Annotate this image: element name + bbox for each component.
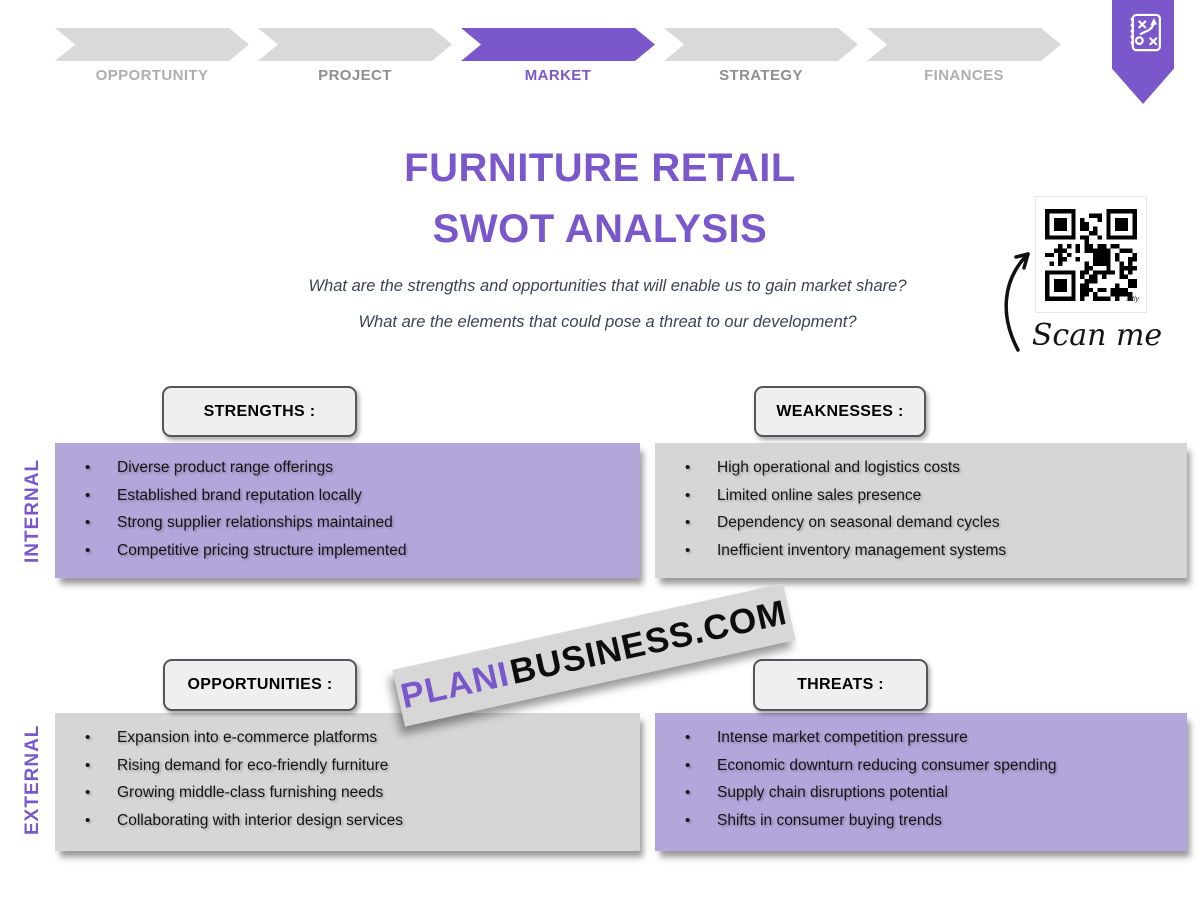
curved-arrow-icon — [1004, 252, 1030, 352]
swot-bullet-item: Intense market competition pressure — [685, 724, 1187, 752]
strategy-notebook-icon — [1130, 13, 1161, 52]
watermark-part3: .COM — [689, 592, 791, 652]
swot-bullet-item: Rising demand for eco-friendly furniture — [85, 752, 640, 780]
opportunities-header: OPPORTUNITIES : — [163, 659, 357, 711]
nav-label-finances[interactable]: FINANCES — [924, 67, 1004, 84]
page-title: FURNITURE RETAIL SWOT ANALYSIS — [0, 138, 1200, 260]
qr-code-pattern — [1045, 208, 1137, 301]
nav-label-opportunity[interactable]: OPPORTUNITY — [95, 67, 209, 84]
swot-bullet-item: High operational and logistics costs — [685, 454, 1187, 482]
nav-step-strategy[interactable] — [664, 28, 858, 61]
subtitle-questions: What are the strengths and opportunities… — [0, 268, 1200, 340]
weaknesses-header: WEAKNESSES : — [754, 386, 926, 437]
subtitle-line1: What are the strengths and opportunities… — [308, 277, 907, 295]
nav-step-opportunity[interactable] — [55, 28, 249, 61]
internal-row-label: INTERNAL — [22, 458, 43, 564]
swot-bullet-item: Inefficient inventory management systems — [685, 537, 1187, 565]
watermark-part1: PLANI — [397, 654, 514, 717]
nav-step-finances[interactable] — [867, 28, 1061, 61]
swot-bullet-item: Strong supplier relationships maintained — [85, 509, 640, 537]
opportunities-box: Expansion into e-commerce platformsRisin… — [55, 713, 640, 851]
external-row-label: EXTERNAL — [22, 724, 43, 836]
page-title-line1: FURNITURE RETAIL — [404, 146, 796, 190]
swot-bullet-item: Supply chain disruptions potential — [685, 779, 1187, 807]
qr-brand-label: bitly — [1126, 296, 1139, 303]
swot-bullet-item: Dependency on seasonal demand cycles — [685, 509, 1187, 537]
strengths-box: Diverse product range offeringsEstablish… — [55, 443, 640, 578]
process-nav — [55, 28, 1061, 61]
threats-list: Intense market competition pressureEcono… — [655, 724, 1187, 834]
weaknesses-list: High operational and logistics costsLimi… — [655, 454, 1187, 564]
swot-bullet-item: Competitive pricing structure implemente… — [85, 537, 640, 565]
nav-label-market[interactable]: MARKET — [524, 67, 592, 84]
swot-bullet-item: Limited online sales presence — [685, 482, 1187, 510]
qr-code: bitly — [1035, 196, 1147, 313]
swot-bullet-item: Collaborating with interior design servi… — [85, 807, 640, 835]
brand-ribbon — [1112, 0, 1174, 104]
strengths-header: STRENGTHS : — [162, 386, 357, 437]
nav-step-market[interactable] — [461, 28, 655, 61]
nav-step-project[interactable] — [258, 28, 452, 61]
page-title-line2: SWOT ANALYSIS — [432, 207, 768, 251]
swot-bullet-item: Established brand reputation locally — [85, 482, 640, 510]
scan-me-label: Scan me — [1031, 318, 1163, 353]
swot-bullet-item: Economic downturn reducing consumer spen… — [685, 752, 1187, 780]
threats-header: THREATS : — [753, 659, 928, 711]
watermark-part2: BUSINESS — [506, 613, 698, 692]
swot-bullet-item: Diverse product range offerings — [85, 454, 640, 482]
swot-bullet-item: Expansion into e-commerce platforms — [85, 724, 640, 752]
nav-label-strategy[interactable]: STRATEGY — [719, 67, 803, 84]
weaknesses-box: High operational and logistics costsLimi… — [655, 443, 1187, 578]
subtitle-line2: What are the elements that could pose a … — [358, 313, 857, 331]
strengths-list: Diverse product range offeringsEstablish… — [55, 454, 640, 564]
threats-box: Intense market competition pressureEcono… — [655, 713, 1187, 851]
opportunities-list: Expansion into e-commerce platformsRisin… — [55, 724, 640, 834]
swot-bullet-item: Shifts in consumer buying trends — [685, 807, 1187, 835]
process-nav-labels: OPPORTUNITY PROJECT MARKET STRATEGY FINA… — [55, 67, 1061, 84]
nav-label-project[interactable]: PROJECT — [318, 67, 392, 84]
swot-bullet-item: Growing middle-class furnishing needs — [85, 779, 640, 807]
